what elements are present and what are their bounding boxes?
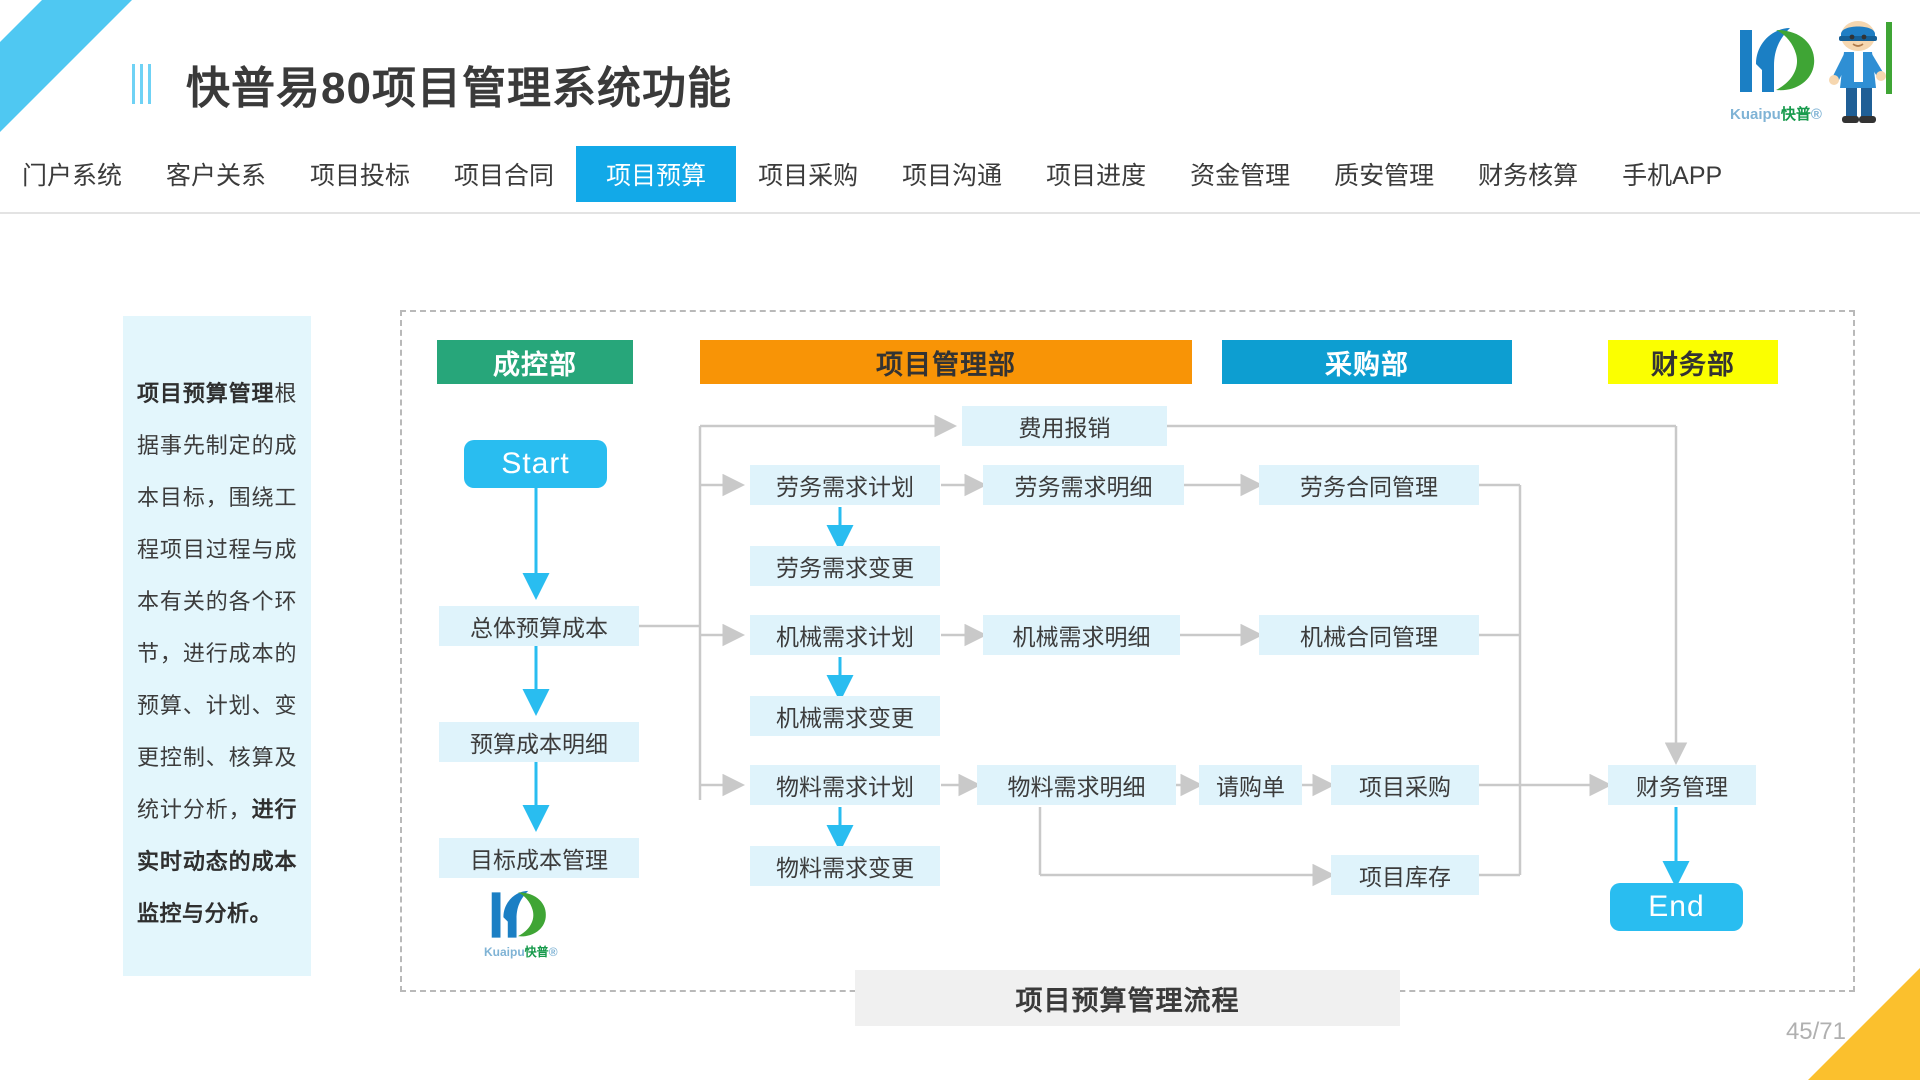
flow-node-machine-contract-mgmt[interactable]: 机械合同管理: [1259, 615, 1479, 655]
flow-node-material-demand-plan[interactable]: 物料需求计划: [750, 765, 940, 805]
flow-node-machine-demand-plan[interactable]: 机械需求计划: [750, 615, 940, 655]
nav-tab-2[interactable]: 项目投标: [310, 162, 411, 190]
nav-divider: [0, 212, 1920, 214]
main-nav[interactable]: 门户系统 客户关系 项目投标 项目合同 项目预算 项目采购 项目沟通 项目进度 …: [0, 146, 1920, 202]
flow-node-start[interactable]: Start: [464, 440, 607, 488]
nav-tab-0[interactable]: 门户系统: [22, 162, 123, 190]
flow-node-material-demand-detail[interactable]: 物料需求明细: [977, 765, 1176, 805]
kuaipu-logo-small-icon: [491, 890, 546, 938]
flow-node-budget-cost-detail[interactable]: 预算成本明细: [439, 722, 639, 762]
flow-node-expense-reimbursement[interactable]: 费用报销: [962, 406, 1167, 446]
nav-tab-4-active[interactable]: 项目预算: [576, 146, 737, 202]
page-title: 快普易80项目管理系统功能: [186, 64, 732, 113]
nav-tab-8[interactable]: 资金管理: [1190, 162, 1291, 190]
description-panel: 项目预算管理根据事先制定的成本目标，围绕工程项目过程与成本有关的各个环节，进行成…: [123, 316, 311, 976]
flow-node-labor-demand-plan[interactable]: 劳务需求计划: [750, 465, 940, 505]
nav-tab-1[interactable]: 客户关系: [166, 162, 267, 190]
flow-node-project-inventory[interactable]: 项目库存: [1331, 855, 1479, 895]
dept-banner-3: 财务部: [1608, 340, 1778, 384]
flow-node-labor-contract-mgmt[interactable]: 劳务合同管理: [1259, 465, 1479, 505]
nav-tab-3[interactable]: 项目合同: [454, 162, 555, 190]
nav-tab-10[interactable]: 财务核算: [1478, 162, 1579, 190]
flowchart-watermark-logo: Kuaipu快普®: [484, 888, 576, 960]
nav-tab-7[interactable]: 项目进度: [1046, 162, 1147, 190]
description-tail: 进行实时动态的成本监控与分析。: [137, 797, 297, 926]
flow-node-total-budget-cost[interactable]: 总体预算成本: [439, 606, 639, 646]
flow-node-labor-demand-change[interactable]: 劳务需求变更: [750, 546, 940, 586]
flowchart-caption: 项目预算管理流程: [855, 970, 1400, 1026]
description-text: 项目预算管理根据事先制定的成本目标，围绕工程项目过程与成本有关的各个环节，进行成…: [137, 368, 297, 940]
title-bars-icon: [132, 64, 151, 104]
nav-tab-11[interactable]: 手机APP: [1622, 162, 1723, 190]
brand-logo: Kuaipu快普®: [1724, 18, 1900, 130]
page-header: 快普易80项目管理系统功能: [0, 44, 1920, 122]
mascot-icon: [1829, 21, 1892, 123]
flow-node-target-cost-mgmt[interactable]: 目标成本管理: [439, 838, 639, 878]
nav-tab-5[interactable]: 项目采购: [758, 162, 859, 190]
flow-node-material-demand-change[interactable]: 物料需求变更: [750, 846, 940, 886]
dept-banner-1: 项目管理部: [700, 340, 1192, 384]
watermark-wordmark: Kuaipu快普®: [484, 945, 558, 959]
kuaipu-logo-icon: [1740, 28, 1815, 92]
brand-wordmark: Kuaipu快普®: [1730, 106, 1822, 123]
flow-node-machine-demand-change[interactable]: 机械需求变更: [750, 696, 940, 736]
dept-banner-2: 采购部: [1222, 340, 1512, 384]
description-body: 根据事先制定的成本目标，围绕工程项目过程与成本有关的各个环节，进行成本的预算、计…: [137, 381, 297, 822]
flow-node-machine-demand-detail[interactable]: 机械需求明细: [983, 615, 1180, 655]
page-number: 45/71: [1785, 1018, 1846, 1045]
description-lead: 项目预算管理: [137, 381, 275, 406]
nav-tab-6[interactable]: 项目沟通: [902, 162, 1003, 190]
flow-node-purchase-requisition[interactable]: 请购单: [1199, 765, 1302, 805]
flow-node-finance-mgmt[interactable]: 财务管理: [1608, 765, 1756, 805]
flow-node-labor-demand-detail[interactable]: 劳务需求明细: [983, 465, 1184, 505]
dept-banner-0: 成控部: [437, 340, 633, 384]
flow-node-end[interactable]: End: [1610, 883, 1743, 931]
flow-node-project-procurement[interactable]: 项目采购: [1331, 765, 1479, 805]
nav-tab-9[interactable]: 质安管理: [1334, 162, 1435, 190]
